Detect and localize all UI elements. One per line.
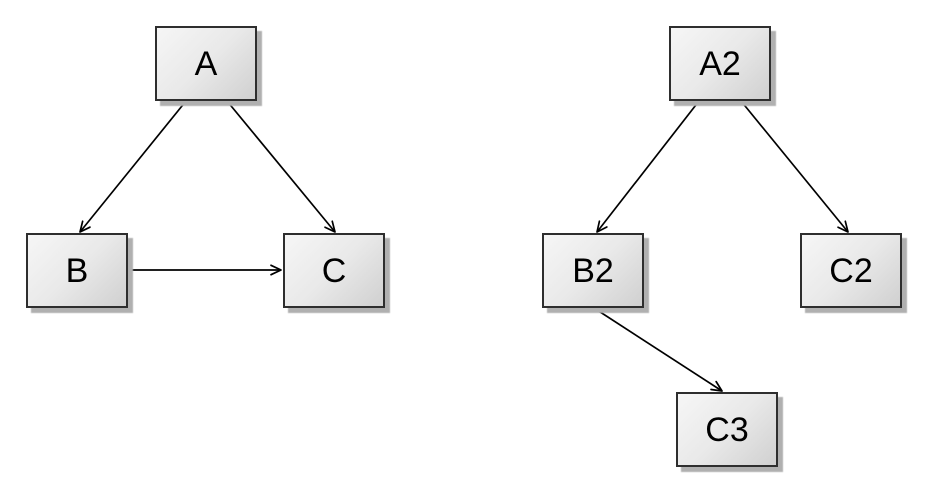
node-A2[interactable]: A2 xyxy=(669,26,771,101)
node-label: B2 xyxy=(572,251,614,290)
node-label: A xyxy=(194,44,218,83)
node-B2[interactable]: B2 xyxy=(542,233,644,308)
node-C3[interactable]: C3 xyxy=(676,392,778,467)
edge-A2-B2 xyxy=(596,100,700,233)
node-label: C2 xyxy=(829,251,873,290)
node-B[interactable]: B xyxy=(26,233,128,308)
node-label: C3 xyxy=(705,410,749,449)
node-A[interactable]: A xyxy=(155,26,257,101)
node-label: A2 xyxy=(699,44,741,83)
node-C2[interactable]: C2 xyxy=(800,233,902,308)
edge-A-B xyxy=(79,100,187,233)
node-label: B xyxy=(65,251,89,290)
node-label: C xyxy=(321,251,347,290)
edge-A2-C2 xyxy=(740,100,849,233)
edge-group xyxy=(79,100,849,392)
edge-B2-C3 xyxy=(593,307,723,392)
node-C[interactable]: C xyxy=(283,233,385,308)
edge-A-C xyxy=(226,100,336,233)
